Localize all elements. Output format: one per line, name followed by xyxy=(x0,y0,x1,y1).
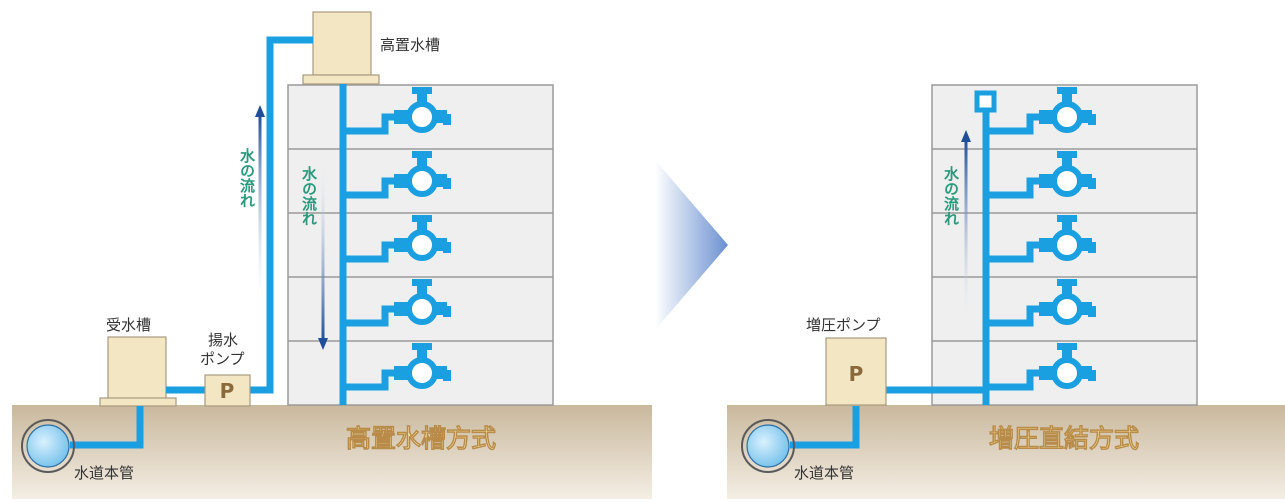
left-flow-up-label: 水の流れ xyxy=(238,147,256,208)
booster-pump: P xyxy=(825,337,887,406)
lift-pump-symbol: P xyxy=(220,379,235,403)
right-title: 増圧直結方式 xyxy=(989,424,1139,453)
left-flow-up-arrow xyxy=(255,105,265,315)
left-water-main-label: 水道本管 xyxy=(74,464,134,482)
air-valve-icon xyxy=(974,90,997,113)
left-flow-down-label: 水の流れ xyxy=(300,165,318,226)
left-water-main-icon xyxy=(21,419,75,473)
left-flow-down-arrow xyxy=(318,150,328,350)
right-ground xyxy=(727,405,1285,499)
elevated-tank xyxy=(302,11,380,85)
booster-pump-label: 増圧ポンプ xyxy=(806,316,881,334)
left-ground xyxy=(12,405,652,499)
right-diagram: P 増圧ポンプ 水の流れ 水道本管 増圧直結方式 xyxy=(727,85,1285,499)
left-title: 高置水槽方式 xyxy=(346,424,496,453)
left-diagram: 高置水槽 受水槽 P 揚水 ポンプ xyxy=(12,11,652,499)
lift-pump-label-2: ポンプ xyxy=(200,350,245,368)
right-flow-up-label: 水の流れ xyxy=(942,165,960,226)
right-water-main-icon xyxy=(741,419,795,473)
booster-pump-symbol: P xyxy=(849,362,864,386)
left-pipes xyxy=(70,36,398,449)
receiving-tank-label: 受水槽 xyxy=(106,316,151,334)
elevated-tank-label: 高置水槽 xyxy=(380,36,440,54)
lift-pump: P xyxy=(204,374,251,407)
right-flow-up-arrow xyxy=(961,130,971,335)
lift-pump-label-1: 揚水 xyxy=(208,331,238,349)
right-pipes xyxy=(790,108,1043,449)
right-water-main-label: 水道本管 xyxy=(794,464,854,482)
transition-chevron xyxy=(655,160,728,330)
receiving-tank xyxy=(99,336,177,407)
